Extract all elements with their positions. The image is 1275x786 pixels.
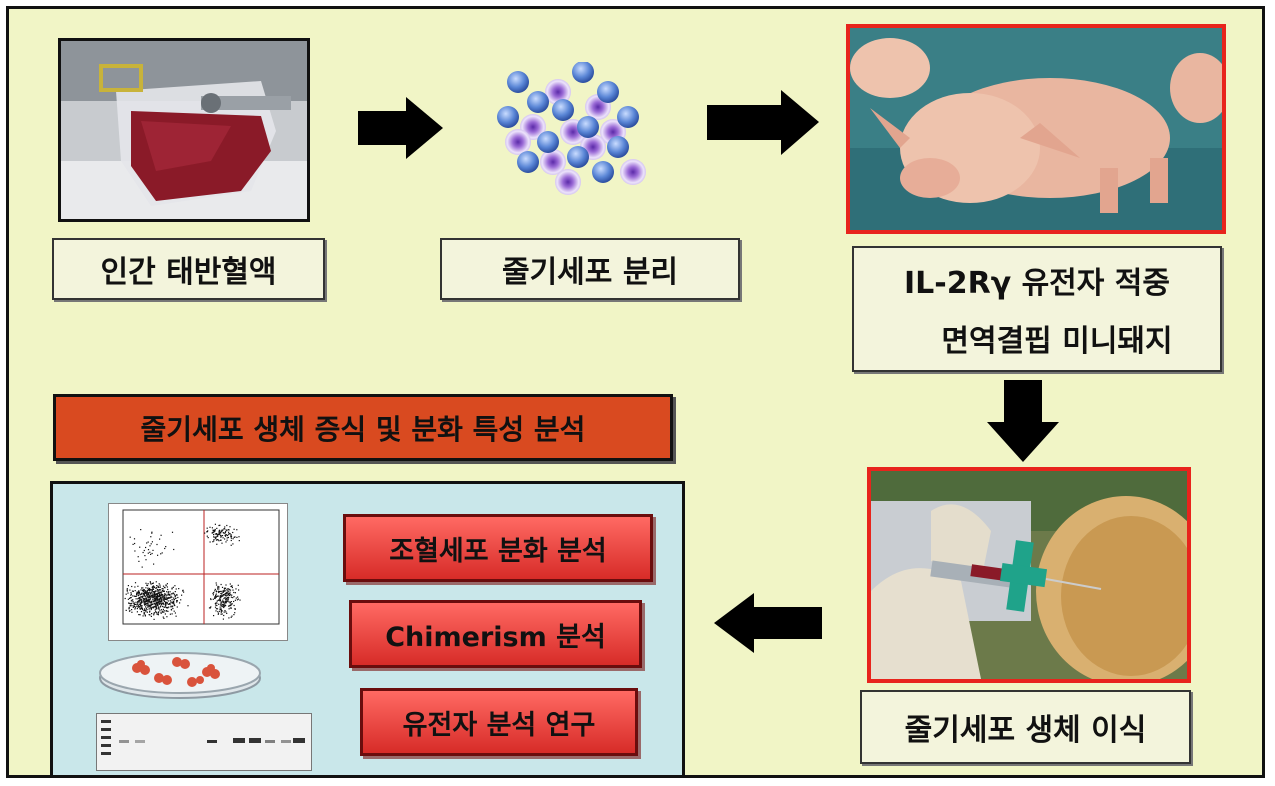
gel-electrophoresis-icon <box>96 713 312 771</box>
blood-bag-photo <box>58 38 310 222</box>
petri-dish-icon <box>97 648 263 702</box>
transplant-label: 줄기세포 생체 이식 <box>860 690 1191 764</box>
piglet-photo <box>846 24 1226 234</box>
flow-cytometry-plot <box>108 503 288 641</box>
right-arrow-icon <box>707 90 819 155</box>
injection-photo <box>867 467 1191 683</box>
hematopoietic-analysis-box: 조혈세포 분화 분석 <box>343 514 653 582</box>
placenta-blood-label: 인간 태반혈액 <box>52 238 325 300</box>
down-arrow-icon <box>987 380 1059 462</box>
analysis-title: 줄기세포 생체 증식 및 분화 특성 분석 <box>53 394 673 461</box>
pig-label-line2: 면역결핍 미니돼지 <box>941 316 1172 360</box>
chimerism-analysis-box: Chimerism 분석 <box>349 600 642 668</box>
stem-cell-isolation-label: 줄기세포 분리 <box>440 238 740 300</box>
stem-cells-icon <box>488 62 648 197</box>
left-arrow-icon <box>714 593 822 653</box>
immunodeficient-pig-label: IL-2Rγ 유전자 적중 면역결핍 미니돼지 <box>852 246 1222 372</box>
pig-label-line1: IL-2Rγ 유전자 적중 <box>904 258 1170 302</box>
right-arrow-icon <box>358 97 443 159</box>
genetic-analysis-box: 유전자 분석 연구 <box>360 688 638 756</box>
